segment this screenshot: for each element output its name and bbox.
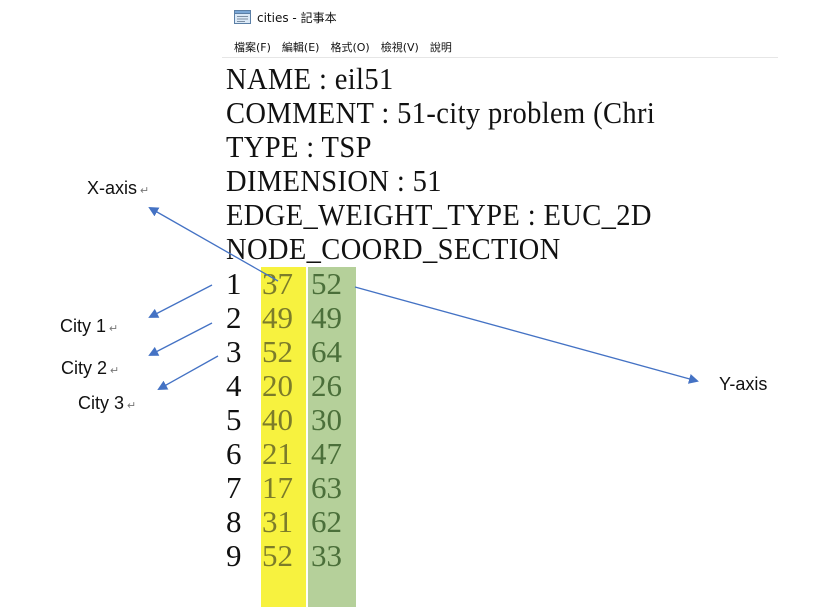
menu-format[interactable]: 格式(O) [330, 41, 370, 54]
city-index: 4 [226, 368, 242, 403]
text-editor-area[interactable]: NAME : eil51 COMMENT : 51-city problem (… [222, 62, 778, 611]
city-index: 5 [226, 402, 242, 437]
y-coordinate: 47 [311, 436, 342, 471]
city-index: 6 [226, 436, 242, 471]
city-2-arrow [148, 322, 213, 356]
city-3-arrow [157, 355, 219, 390]
city-index: 3 [226, 334, 242, 369]
x-coordinate: 17 [262, 470, 293, 505]
y-axis-label: Y-axis [719, 374, 767, 395]
x-coordinate: 40 [262, 402, 293, 437]
city-index: 7 [226, 470, 242, 505]
menu-edit[interactable]: 編輯(E) [281, 41, 320, 54]
menu-divider [222, 57, 778, 58]
city-1-label: City 1↵ [60, 316, 118, 337]
window-title: cities - 記事本 [257, 10, 337, 25]
city-index: 2 [226, 300, 242, 335]
y-coordinate: 63 [311, 470, 342, 505]
city-1-arrow [148, 284, 213, 318]
menu-help[interactable]: 說明 [429, 41, 452, 54]
x-coordinate: 52 [262, 538, 293, 573]
y-coordinate: 33 [311, 538, 342, 573]
city-index: 8 [226, 504, 242, 539]
city-index: 1 [226, 266, 242, 301]
return-mark-icon: ↵ [109, 323, 119, 335]
return-mark-icon: ↵ [140, 185, 150, 197]
x-coordinate: 31 [262, 504, 293, 539]
x-axis-label: X-axis↵ [87, 178, 149, 199]
y-coordinate: 62 [311, 504, 342, 539]
x-coordinate: 20 [262, 368, 293, 403]
city-1-label-text: City 1 [60, 316, 107, 336]
city-3-label: City 3↵ [78, 393, 136, 414]
x-axis-label-text: X-axis [87, 178, 138, 198]
y-coordinate: 30 [311, 402, 342, 437]
header-line-name: NAME : eil51 [226, 62, 394, 96]
y-column-highlight [308, 267, 356, 607]
header-line-node-coord-section: NODE_COORD_SECTION [226, 231, 561, 266]
city-index: 9 [226, 538, 242, 573]
y-coordinate: 26 [311, 368, 342, 403]
header-line-dimension: DIMENSION : 51 [226, 163, 442, 198]
y-coordinate: 52 [311, 266, 342, 301]
menu-bar: 檔案(F) 編輯(E) 格式(O) 檢視(V) 說明 [234, 38, 452, 56]
title-bar: cities - 記事本 [234, 6, 337, 28]
x-coordinate: 37 [262, 266, 293, 301]
x-column-highlight [261, 267, 306, 607]
city-2-label: City 2↵ [61, 358, 119, 379]
x-coordinate: 49 [262, 300, 293, 335]
return-mark-icon: ↵ [127, 400, 137, 412]
city-2-label-text: City 2 [61, 358, 108, 378]
y-coordinate: 49 [311, 300, 342, 335]
menu-file[interactable]: 檔案(F) [234, 41, 271, 54]
header-line-comment: COMMENT : 51-city problem (Chri [226, 95, 656, 130]
x-coordinate: 52 [262, 334, 293, 369]
y-coordinate: 64 [311, 334, 342, 369]
return-mark-icon: ↵ [110, 365, 120, 377]
header-line-type: TYPE : TSP [226, 129, 372, 164]
notepad-icon [234, 10, 251, 24]
menu-view[interactable]: 檢視(V) [380, 41, 419, 54]
header-line-edge-weight-type: EDGE_WEIGHT_TYPE : EUC_2D [226, 197, 652, 232]
y-axis-label-text: Y-axis [719, 374, 768, 394]
x-coordinate: 21 [262, 436, 293, 471]
city-3-label-text: City 3 [78, 393, 125, 413]
